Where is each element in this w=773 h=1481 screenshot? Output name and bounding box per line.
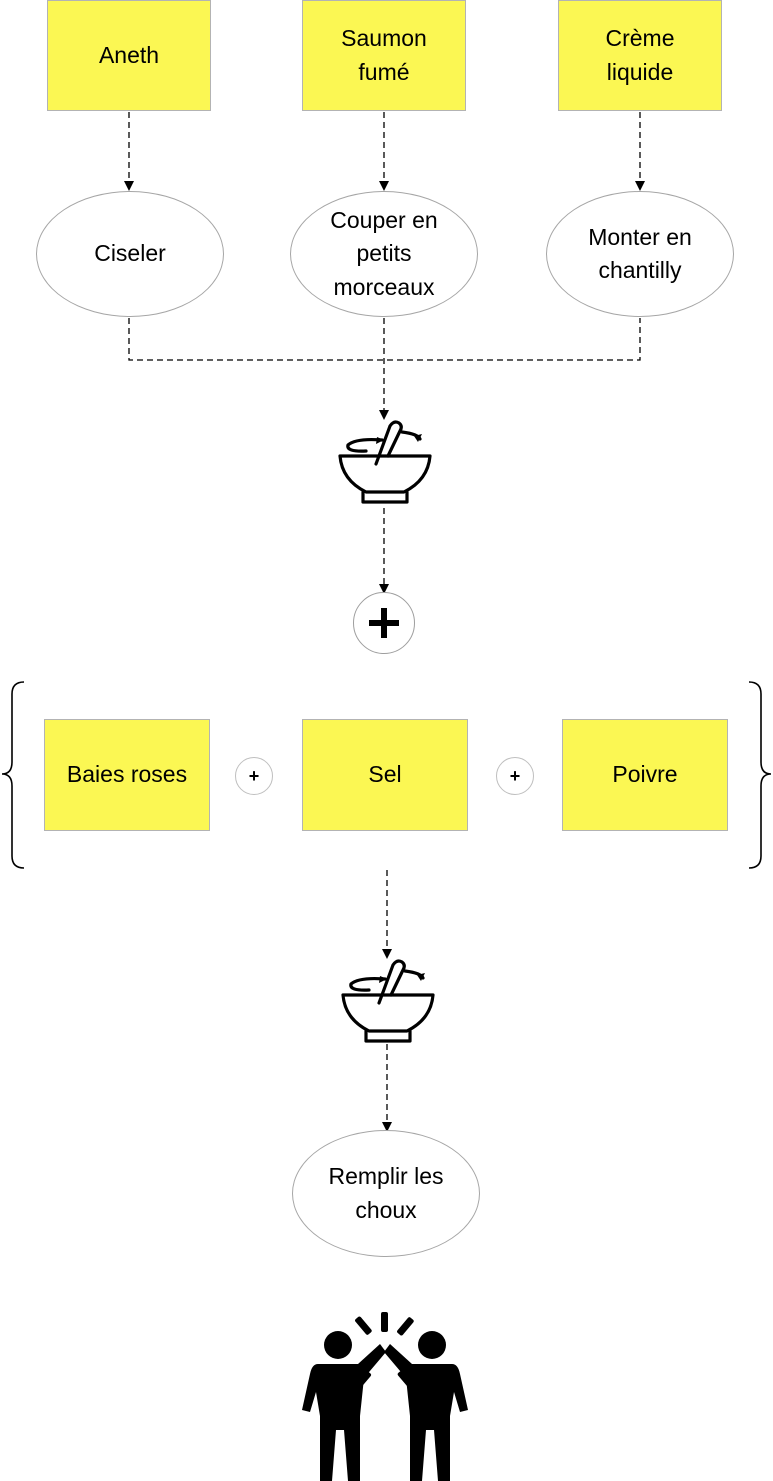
plus-sign: + — [248, 765, 260, 786]
ingredient-box-aneth: Aneth — [47, 0, 211, 111]
plus-icon — [353, 592, 415, 654]
ingredient-box-saumon: Saumon fumé — [302, 0, 466, 111]
action-label: Couper en petits morceaux — [330, 206, 438, 300]
ingredient-label: Poivre — [612, 761, 678, 788]
ingredient-label: Sel — [368, 761, 402, 788]
action-label: Ciseler — [94, 240, 166, 267]
ingredient-label: Saumon fumé — [341, 25, 427, 85]
right-brace — [748, 681, 772, 869]
merge-line — [128, 318, 641, 361]
left-brace — [1, 681, 25, 869]
action-oval-couper: Couper en petits morceaux — [290, 191, 478, 317]
plus-sign: + — [509, 765, 521, 786]
mixing-bowl-icon — [338, 420, 432, 504]
plus-icon: + — [496, 757, 534, 795]
ingredient-box-creme: Crème liquide — [558, 0, 722, 111]
ingredient-label: Crème liquide — [605, 25, 675, 85]
mixing-bowl-icon — [341, 959, 435, 1043]
high-five-icon — [302, 1312, 468, 1481]
action-oval-remplir: Remplir les choux — [292, 1130, 480, 1257]
ingredient-box-sel: Sel — [302, 719, 468, 831]
ingredient-label: Aneth — [98, 41, 160, 68]
action-label: Remplir les choux — [328, 1163, 444, 1223]
action-oval-ciseler: Ciseler — [36, 191, 224, 317]
ingredient-box-baies-roses: Baies roses — [44, 719, 210, 831]
action-oval-monter: Monter en chantilly — [546, 191, 734, 317]
ingredient-label: Baies roses — [66, 761, 188, 788]
ingredient-box-poivre: Poivre — [562, 719, 728, 831]
action-label: Monter en chantilly — [588, 223, 692, 283]
plus-icon: + — [235, 757, 273, 795]
